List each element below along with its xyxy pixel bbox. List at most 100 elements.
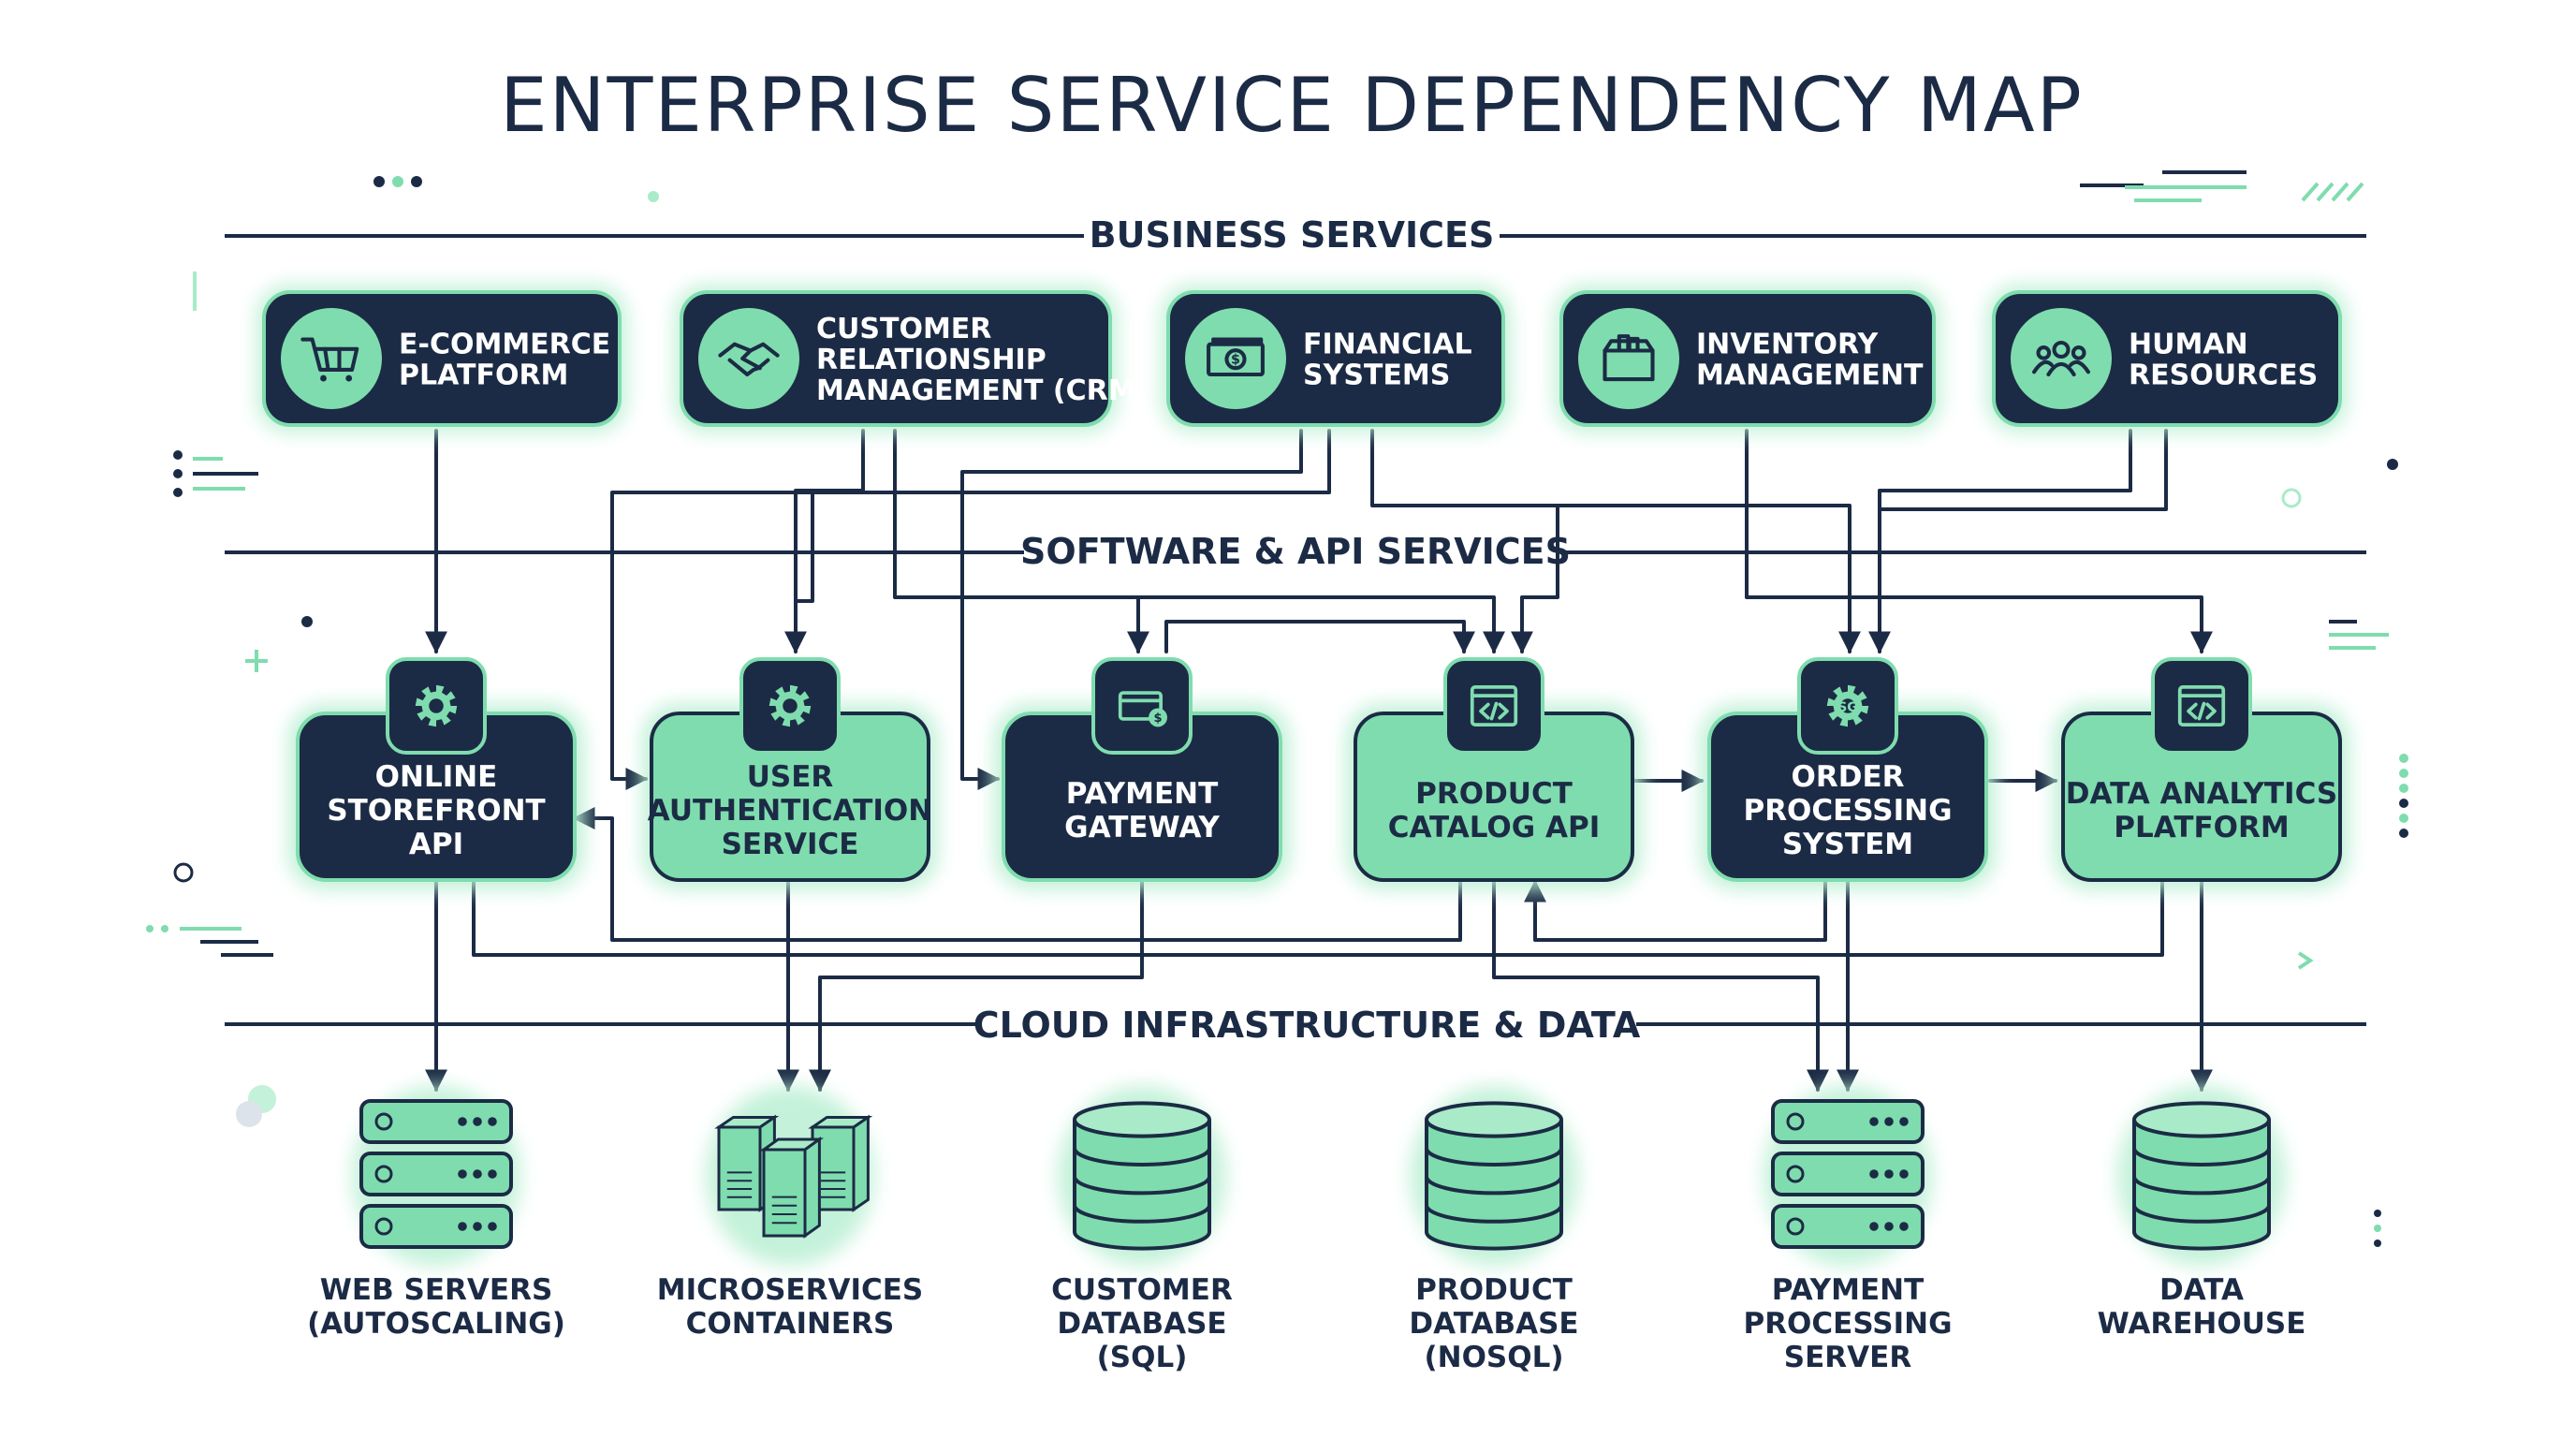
people-group-icon-glyph <box>2032 340 2090 377</box>
software-node-label: DATA ANALYTICS <box>2066 777 2337 811</box>
svg-text:$: $ <box>1231 352 1240 367</box>
business-node-label: E-COMMERCE <box>399 328 610 360</box>
infra-node-label: MICROSERVICES <box>657 1273 924 1307</box>
section-business-label: BUSINESS SERVICES <box>1090 214 1495 256</box>
software-node-label: PAYMENT <box>1066 777 1218 811</box>
connector <box>1745 504 2213 654</box>
connector <box>1164 620 1475 654</box>
code-window-icon-glyph <box>2177 684 2226 727</box>
section-software-label: SOFTWARE & API SERVICES <box>1020 531 1571 572</box>
infrastructure-row: WEB SERVERS(AUTOSCALING) MICROSERVICESCON… <box>307 1086 2305 1374</box>
gear-icon-glyph <box>415 684 458 727</box>
connector <box>809 878 1144 1093</box>
software-node-label: API <box>409 828 463 861</box>
infra-node-label: (SQL) <box>1097 1341 1188 1374</box>
server-rack-icon <box>359 1099 513 1249</box>
infra-node-label: DATABASE <box>1409 1307 1578 1341</box>
connector <box>893 429 1505 654</box>
software-services-row: ONLINESTOREFRONTAPIUSERAUTHENTICATIONSER… <box>288 657 2349 889</box>
credit-card-dollar-icon-glyph: $ <box>1118 691 1167 727</box>
business-node-label: PLATFORM <box>399 359 568 391</box>
business-node-label: MANAGEMENT (CRM) <box>816 374 1149 407</box>
gear-sg-icon-glyph: SG <box>1826 684 1869 727</box>
software-node-label: STOREFRONT <box>327 794 545 828</box>
software-node-label: AUTHENTICATION <box>648 794 932 828</box>
business-node-label: HUMAN <box>2129 328 2248 360</box>
business-node-label: RELATIONSHIP <box>816 344 1046 376</box>
section-business: BUSINESS SERVICES <box>225 214 2366 256</box>
containers-icon <box>714 1114 873 1239</box>
infra-node-label: CONTAINERS <box>686 1307 895 1341</box>
section-software: SOFTWARE & API SERVICES <box>225 531 2366 572</box>
business-node-label: RESOURCES <box>2129 359 2318 391</box>
connector <box>960 429 1303 790</box>
database-icon <box>1425 1101 1563 1251</box>
connector <box>1492 878 1829 1093</box>
money-bill-icon-glyph: $ <box>1207 337 1265 377</box>
connector <box>610 429 1331 790</box>
business-node-label: INVENTORY <box>1696 328 1880 360</box>
software-node-label: ONLINE <box>375 760 498 794</box>
infra-node-label: WEB SERVERS <box>320 1273 553 1307</box>
inventory-box-icon-glyph <box>1603 334 1655 382</box>
page-title: ENTERPRISE SERVICE DEPENDENCY MAP <box>500 62 2084 149</box>
database-icon <box>2132 1101 2271 1251</box>
software-node-label: PRODUCT <box>1415 777 1573 811</box>
software-node-label: ORDER <box>1791 760 1904 794</box>
shopping-cart-icon-glyph <box>300 337 359 382</box>
section-infra: CLOUD INFRASTRUCTURE & DATA <box>225 1005 2366 1046</box>
business-node-label: FINANCIAL <box>1303 328 1472 360</box>
infra-node-label: PRODUCT <box>1415 1273 1573 1307</box>
shopping-cart-icon <box>281 308 382 409</box>
software-node-label: PROCESSING <box>1743 794 1952 828</box>
software-node-label: GATEWAY <box>1064 811 1220 844</box>
database-icon <box>1073 1101 1211 1251</box>
code-window-icon-glyph <box>1470 684 1518 727</box>
svg-text:$: $ <box>1154 712 1163 726</box>
connector <box>784 429 865 654</box>
handshake-icon-glyph <box>718 342 780 377</box>
connector <box>1524 878 1827 942</box>
handshake-icon <box>698 308 799 409</box>
infra-node-label: PAYMENT <box>1772 1273 1924 1307</box>
infra-node-web[interactable]: WEB SERVERS(AUTOSCALING) <box>307 1086 565 1341</box>
infra-node-label: (AUTOSCALING) <box>307 1307 565 1341</box>
infra-node-label: (NOSQL) <box>1424 1341 1563 1374</box>
connector <box>794 489 865 603</box>
section-infra-label: CLOUD INFRASTRUCTURE & DATA <box>973 1005 1641 1046</box>
business-node-label: MANAGEMENT <box>1696 359 1924 391</box>
software-node-label: SYSTEM <box>1782 828 1913 861</box>
software-node-label: USER <box>747 760 834 794</box>
business-services-row: E-COMMERCEPLATFORMCUSTOMERRELATIONSHIPMA… <box>256 285 2348 433</box>
software-node-label: SERVICE <box>722 828 859 861</box>
business-node-label: SYSTEMS <box>1303 359 1450 391</box>
infra-node-label: DATABASE <box>1057 1307 1226 1341</box>
infra-node-label: SERVER <box>1784 1341 1912 1374</box>
infra-node-label: DATA <box>2159 1273 2244 1307</box>
connector <box>572 807 1462 942</box>
software-node-label: CATALOG API <box>1388 811 1601 844</box>
business-node-label: CUSTOMER <box>816 313 991 345</box>
credit-card-dollar-icon <box>1091 657 1193 755</box>
infra-node-label: WAREHOUSE <box>2098 1307 2306 1341</box>
connectors <box>425 429 2213 1093</box>
money-bill-icon <box>1185 308 1286 409</box>
inventory-box-icon <box>1578 308 1679 409</box>
